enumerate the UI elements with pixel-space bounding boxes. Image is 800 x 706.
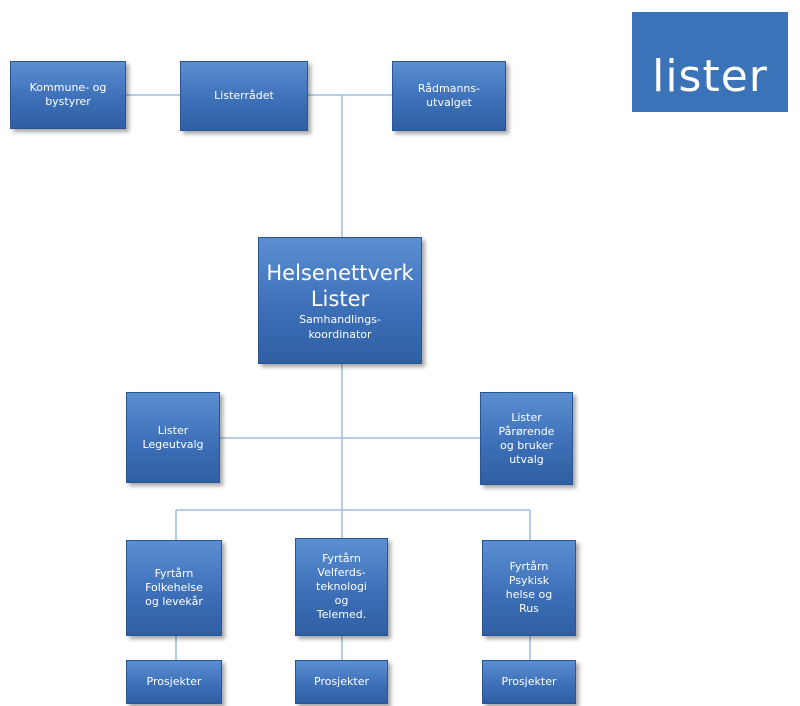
node-text: helse og	[505, 588, 553, 601]
node-text: Fyrtårn	[509, 560, 549, 573]
node-text: Prosjekter	[146, 675, 202, 688]
node-text: Legeutvalg	[142, 437, 204, 451]
node-fyrtarn-velferdsteknologi: Fyrtårn Velferds- teknologi og Telemed.	[295, 538, 388, 636]
node-text: utvalg	[509, 452, 544, 466]
node-title: Lister	[310, 286, 370, 311]
node-text: og bruker	[500, 438, 553, 452]
node-text: utvalget	[426, 96, 472, 109]
node-listerradet: Listerrådet	[180, 61, 308, 131]
node-text: og levekår	[145, 595, 203, 608]
node-lister-parorende-og-bruker-utvalg: Lister Pårørende og bruker utvalg	[480, 392, 573, 485]
node-text: Folkehelse	[145, 581, 203, 594]
node-text: Fyrtårn	[154, 567, 194, 580]
node-kommune-og-bystyrer: Kommune- og bystyrer	[10, 61, 126, 129]
node-prosjekter-3: Prosjekter	[482, 660, 576, 704]
node-lister-legeutvalg: Lister Legeutvalg	[126, 392, 220, 483]
node-subtitle: koordinator	[308, 327, 372, 341]
node-text: Fyrtårn	[322, 552, 361, 565]
node-text: Rus	[519, 602, 539, 615]
lister-logo: lister	[632, 12, 788, 112]
node-helsenettverk-lister: Helsenettverk Lister Samhandlings- koord…	[258, 237, 422, 364]
node-fyrtarn-folkehelse: Fyrtårn Folkehelse og levekår	[126, 540, 222, 636]
node-text: Telemed.	[316, 608, 367, 621]
node-title: Helsenettverk	[266, 260, 414, 285]
node-text: Lister	[511, 410, 542, 424]
node-subtitle: Samhandlings-	[299, 312, 381, 326]
node-radmannsutvalget: Rådmanns- utvalget	[392, 61, 506, 131]
node-text: teknologi	[316, 580, 367, 593]
node-text: Pårørende	[498, 424, 555, 438]
node-text: Velferds-	[317, 566, 366, 579]
node-fyrtarn-psykisk-helse: Fyrtårn Psykisk helse og Rus	[482, 540, 576, 636]
node-text: og	[334, 594, 349, 607]
node-text: Prosjekter	[501, 675, 557, 688]
logo-text: lister	[652, 51, 768, 102]
node-text: Prosjekter	[314, 675, 369, 688]
node-text: bystyrer	[45, 95, 91, 108]
node-prosjekter-1: Prosjekter	[126, 660, 222, 704]
node-text: Lister	[157, 423, 189, 437]
node-text: Rådmanns-	[417, 82, 481, 95]
node-prosjekter-2: Prosjekter	[295, 660, 388, 704]
node-text: Kommune- og	[29, 81, 107, 94]
node-text: Psykisk	[508, 574, 550, 587]
node-text: Listerrådet	[214, 89, 274, 102]
